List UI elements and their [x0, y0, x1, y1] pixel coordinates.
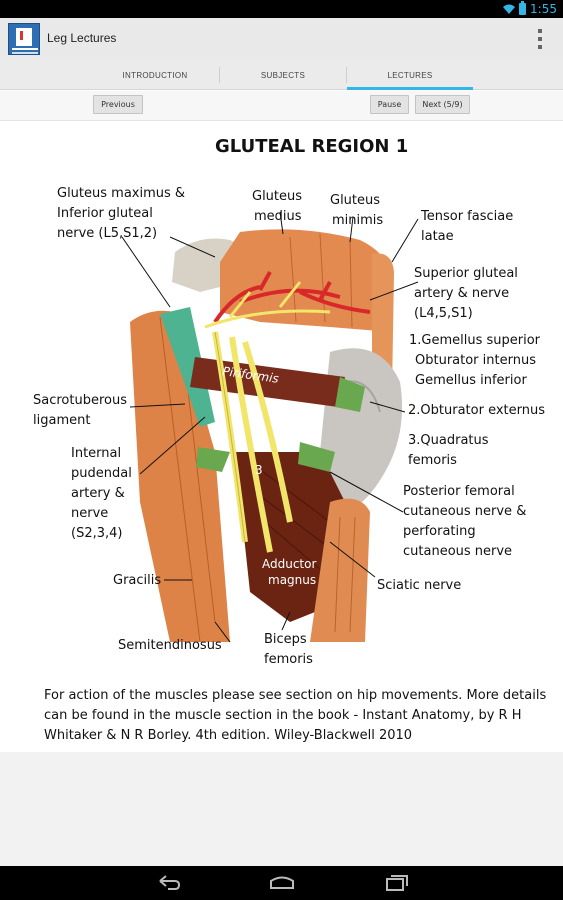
label-gluteus-medius-2: medius	[254, 209, 302, 224]
adductor-magnus-label-2: magnus	[268, 573, 316, 587]
label-quadratus-1: 3.Quadratus	[408, 433, 489, 448]
label-gluteus-medius-1: Gluteus	[252, 189, 302, 204]
label-obturator-externus: 2.Obturator externus	[408, 403, 545, 418]
label-biceps-2: femoris	[264, 652, 313, 667]
overflow-menu-icon[interactable]	[530, 26, 550, 52]
recent-apps-icon[interactable]	[381, 873, 411, 893]
label-gemellus-3: Gemellus inferior	[415, 373, 527, 388]
label-quadratus-2: femoris	[408, 453, 457, 468]
next-button[interactable]: Next (5/9)	[415, 95, 470, 114]
tab-subjects-label: SUBJECTS	[260, 70, 306, 80]
adductor-magnus-label-1: Adductor	[262, 557, 316, 571]
tab-divider	[346, 67, 347, 83]
label-internal-pudendal-2: pudendal	[71, 466, 132, 481]
app-icon[interactable]	[8, 23, 40, 55]
label-sacrotuberous-1: Sacrotuberous	[33, 393, 127, 408]
label-gluteus-minimis-1: Gluteus	[330, 193, 380, 208]
label-internal-pudendal-4: nerve	[71, 506, 108, 521]
label-posterior-femoral-2: cutaneous nerve &	[403, 504, 526, 519]
label-superior-gluteal-1: Superior gluteal	[414, 266, 518, 281]
pause-button[interactable]: Pause	[370, 95, 409, 114]
tab-introduction[interactable]: INTRODUCTION	[92, 60, 218, 90]
empty-area	[0, 752, 563, 866]
anatomy-illustration: Piriformis 3 Adductor magnus	[130, 229, 403, 643]
leader-lines	[121, 211, 419, 643]
gluteal-diagram: GLUTEAL REGION 1	[33, 136, 545, 667]
label-internal-pudendal-1: Internal	[71, 446, 121, 461]
back-icon[interactable]	[154, 873, 184, 893]
label-sciatic-nerve: Sciatic nerve	[377, 578, 461, 593]
label-gracilis: Gracilis	[113, 573, 161, 588]
label-tensor-fasciae-1: Tensor fasciae	[420, 209, 513, 224]
label-gluteus-maximus-3: nerve (L5,S1,2)	[57, 226, 157, 241]
tab-subjects[interactable]: SUBJECTS	[220, 60, 346, 90]
label-semitendinosus: Semitendinosus	[118, 638, 222, 653]
lecture-content: GLUTEAL REGION 1	[0, 122, 563, 752]
label-gemellus-2: Obturator internus	[415, 353, 536, 368]
lecture-controls: Previous Pause Next (5/9)	[0, 91, 563, 121]
lecture-caption: For action of the muscles please see sec…	[44, 688, 547, 743]
label-gluteus-maximus-1: Gluteus maximus &	[57, 186, 185, 201]
label-biceps-1: Biceps	[264, 632, 307, 647]
label-internal-pudendal-5: (S2,3,4)	[71, 526, 122, 541]
battery-icon	[519, 1, 527, 15]
status-time: 1:55	[530, 2, 557, 16]
previous-button[interactable]: Previous	[93, 95, 143, 114]
anatomy-labels: Gluteus maximus & Inferior gluteal nerve…	[33, 186, 545, 667]
tab-divider	[219, 67, 220, 83]
label-superior-gluteal-2: artery & nerve	[414, 286, 509, 301]
label-gluteus-maximus-2: Inferior gluteal	[57, 206, 153, 221]
tab-introduction-label: INTRODUCTION	[122, 70, 188, 80]
label-tensor-fasciae-2: latae	[421, 229, 454, 244]
tab-lectures-label: LECTURES	[387, 70, 433, 80]
label-internal-pudendal-3: artery &	[71, 486, 125, 501]
action-bar: Leg Lectures	[0, 18, 563, 60]
label-superior-gluteal-3: (L4,5,S1)	[414, 306, 473, 321]
label-sacrotuberous-2: ligament	[33, 413, 90, 428]
label-posterior-femoral-4: cutaneous nerve	[403, 544, 512, 559]
status-bar: 1:55	[0, 0, 563, 18]
tab-lectures[interactable]: LECTURES	[347, 60, 473, 90]
label-gemellus-1: 1.Gemellus superior	[409, 333, 541, 348]
label-posterior-femoral-3: perforating	[403, 524, 476, 539]
label-gluteus-minimis-2: minimis	[332, 213, 383, 228]
wifi-icon	[503, 4, 516, 14]
marker-3-label: 3	[255, 463, 263, 477]
label-posterior-femoral-1: Posterior femoral	[403, 484, 515, 499]
app-title: Leg Lectures	[47, 31, 117, 45]
system-nav-bar	[0, 866, 563, 900]
home-icon[interactable]	[267, 873, 297, 893]
diagram-title: GLUTEAL REGION 1	[215, 136, 408, 157]
status-icons: 1:55	[503, 1, 557, 17]
tab-bar: INTRODUCTION SUBJECTS LECTURES	[0, 60, 563, 90]
